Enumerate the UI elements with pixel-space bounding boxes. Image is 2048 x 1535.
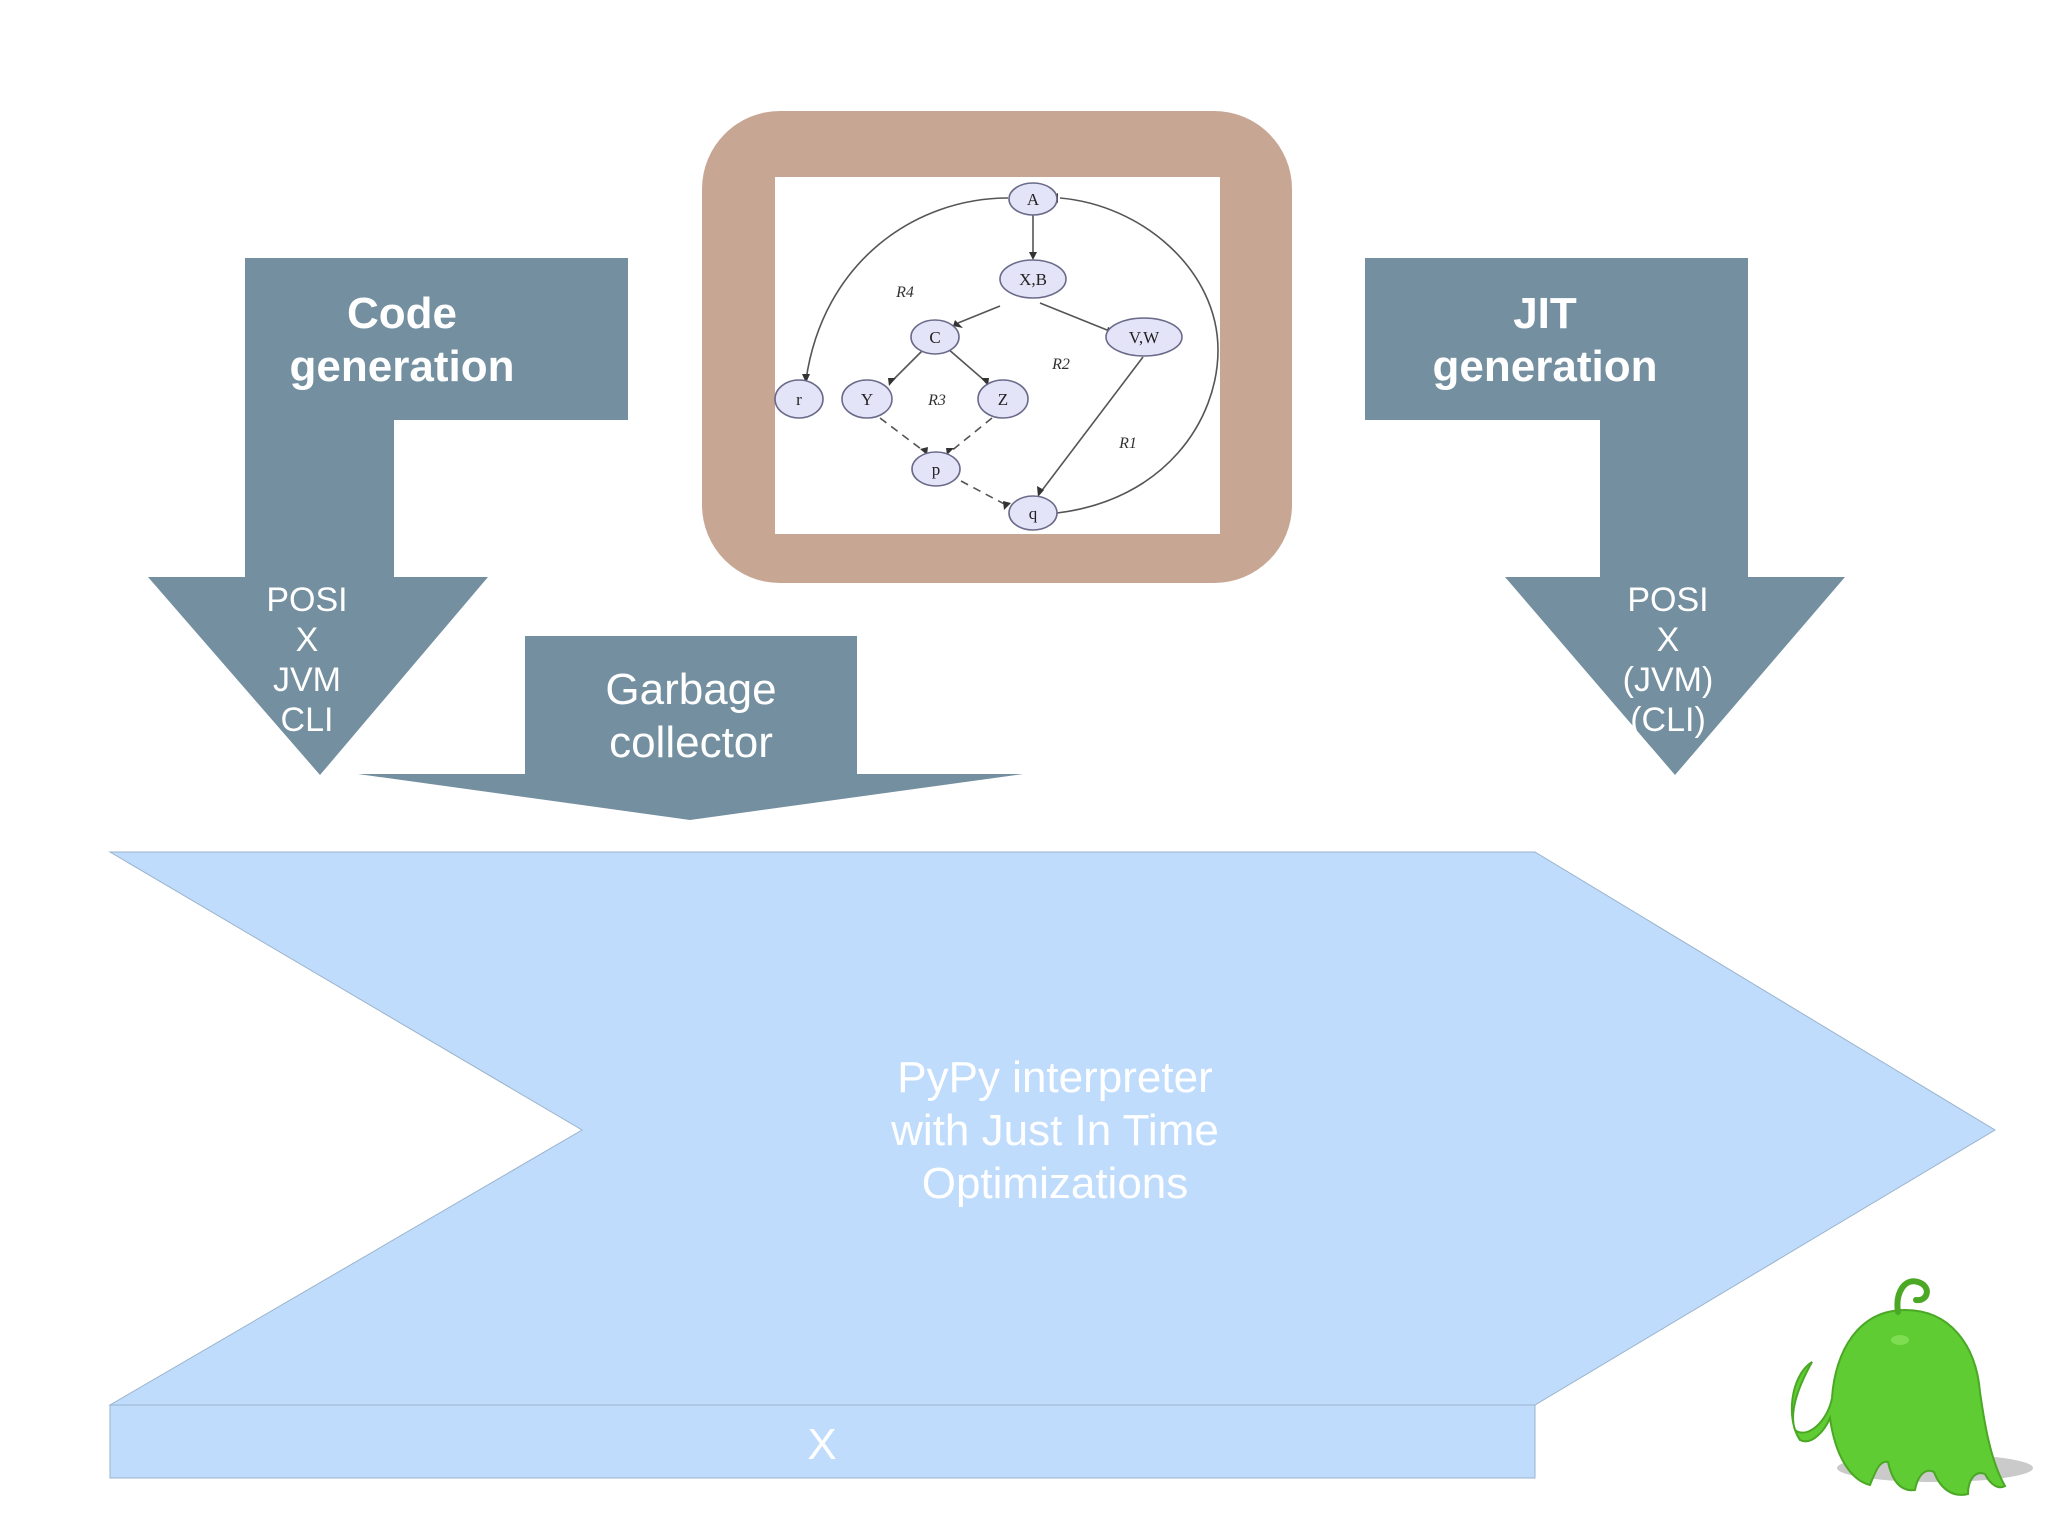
interpreter-title-3: Optimizations [922,1159,1189,1208]
jit-generation-title-1: JIT [1513,289,1577,338]
node-c [910,319,960,355]
mascot-body [1790,1308,2007,1496]
jit-generation-arrow: JIT generation POSI X (JVM) (CLI) [1365,258,1845,775]
code-generation-title-1: Code [347,289,457,338]
edge-p-q [960,480,1009,507]
interpreter-title-1: PyPy interpreter [897,1053,1212,1102]
node-xb-label: X,B [1019,270,1047,289]
node-y [841,379,893,419]
code-generation-target-4: CLI [281,701,334,739]
green-blob-mascot-icon [1790,1278,2033,1496]
arrowhead-y [888,378,896,386]
graph-nodes [774,182,1183,531]
graph-figure: A X,B V,W C r Y Z p q R4 R2 R3 R1 [702,111,1292,583]
node-xb [999,259,1067,299]
node-p-label: p [932,460,941,479]
region-label-r1: R1 [1118,435,1137,452]
jit-generation-arrow-shape [1365,258,1845,775]
interpreter-base-label: X [807,1420,836,1469]
edge-q-a [1056,197,1219,514]
region-label-r3: R3 [927,392,946,409]
graph-region-labels: R4 R2 R3 R1 [895,284,1137,452]
code-generation-target-1: POSI [266,581,347,619]
mascot-antenna [1894,1278,1930,1315]
arrowhead-r [802,374,810,383]
edge-c-y [891,347,926,382]
node-r-label: r [796,390,802,409]
garbage-collector-arrow: Garbage collector [358,636,1023,820]
node-z [977,379,1029,419]
region-label-r2: R2 [1051,356,1070,373]
edge-vw-q [1039,356,1144,494]
code-generation-title-2: generation [290,342,515,391]
arrowhead-c [953,320,963,328]
jit-generation-title-2: generation [1433,342,1658,391]
node-r [774,379,824,419]
graph-edges [805,197,1219,514]
node-a-label: A [1027,190,1040,209]
jit-generation-target-3: (JVM) [1623,661,1714,699]
region-label-r4: R4 [895,284,914,301]
node-q-label: q [1029,504,1038,523]
code-generation-arrow-shape [148,258,628,775]
edge-c-z [946,347,986,382]
arrowhead-xb [1029,252,1037,260]
node-vw-label: V,W [1129,328,1160,347]
code-generation-target-3: JVM [273,661,341,699]
arrowhead-q-dashed [1003,501,1011,510]
node-a [1008,182,1058,216]
graph-node-labels: A X,B V,W C r Y Z p q [796,190,1160,523]
node-vw [1105,317,1183,357]
edge-xb-c [957,305,1001,324]
arrowhead-p-right [946,448,954,455]
code-generation-target-2: X [296,621,319,659]
garbage-collector-title-1: Garbage [605,665,776,714]
jit-generation-target-1: POSI [1627,581,1708,619]
garbage-collector-arrow-shape [358,636,1023,820]
edge-y-p [879,417,926,453]
node-c-label: C [929,328,940,347]
arrowhead-q [1037,486,1044,497]
edge-z-p [949,417,993,453]
node-z-label: Z [998,390,1008,409]
node-y-label: Y [861,390,873,409]
jit-generation-target-2: X [1657,621,1680,659]
code-generation-arrow: Code generation POSI X JVM CLI [148,258,628,775]
garbage-collector-title-2: collector [609,718,773,767]
node-p [911,451,961,487]
interpreter-title-2: with Just In Time [890,1106,1219,1155]
edge-xb-vw [1039,302,1113,333]
node-q [1008,495,1058,531]
jit-generation-target-4: (CLI) [1630,701,1706,739]
interpreter-base [109,1404,1536,1479]
interpreter-block: PyPy interpreter with Just In Time Optim… [108,851,1996,1479]
mascot-highlight [1891,1335,1909,1345]
edge-a-r [805,197,1009,381]
